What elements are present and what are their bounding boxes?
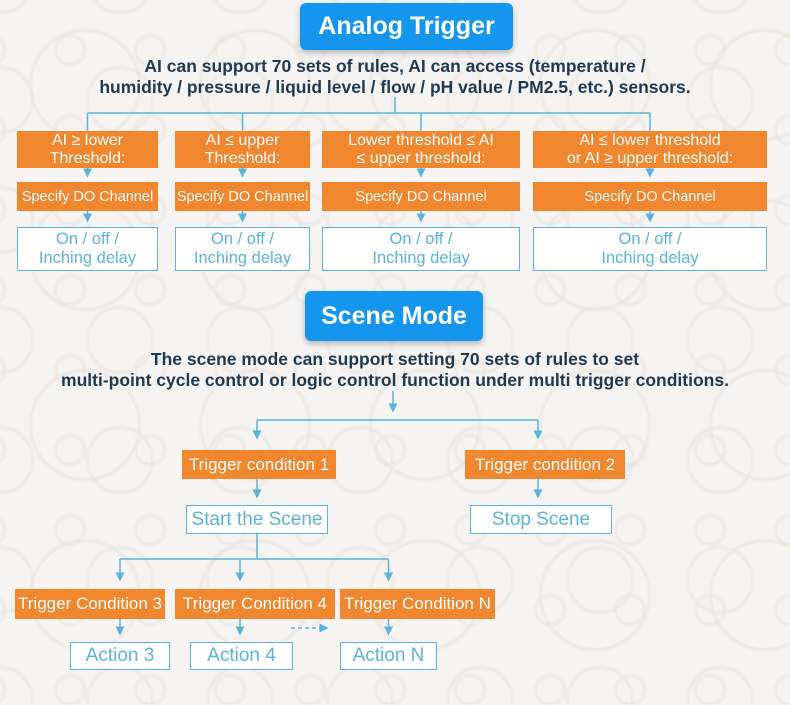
analog-trigger-description: AI can support 70 sets of rules, AI can …	[0, 56, 790, 98]
action-2-line-2: Inching delay	[193, 249, 292, 267]
action-n-box: Action N	[340, 642, 437, 670]
condition-4-line-2: or AI ≥ upper threshold:	[566, 149, 734, 167]
analog-description-line-1: AI can support 70 sets of rules, AI can …	[144, 56, 646, 76]
condition-box-4: AI ≤ lower threshold or AI ≥ upper thres…	[533, 131, 767, 168]
scene-description-line-1: The scene mode can support setting 70 se…	[150, 349, 640, 369]
scene-mode-description: The scene mode can support setting 70 se…	[0, 349, 790, 391]
action-1-line-2: Inching delay	[38, 249, 137, 267]
analog-trigger-title: Analog Trigger	[300, 3, 513, 50]
trigger-condition-2-box: Trigger condition 2	[465, 450, 625, 479]
action-1-line-1: On / off /	[56, 230, 119, 248]
scene-description-line-2: multi-point cycle control or logic contr…	[61, 370, 729, 390]
condition-1-line-1: AI ≥ lower	[51, 132, 124, 149]
analog-description-line-2: humidity / pressure / liquid level / flo…	[99, 77, 691, 97]
condition-2-line-2: Threshold:	[204, 149, 281, 167]
trigger-condition-4-box: Trigger Condition 4	[175, 589, 335, 619]
condition-3-line-2: ≤ upper threshold:	[356, 149, 486, 167]
action-4-line-1: On / off /	[618, 230, 682, 248]
action-2-line-1: On / off /	[211, 230, 274, 248]
action-box-2: On / off / Inching delay	[175, 227, 310, 271]
condition-1-line-2: Threshold:	[49, 149, 126, 167]
action-3-box: Action 3	[70, 642, 170, 670]
condition-box-1: AI ≥ lower Threshold:	[17, 131, 158, 168]
action-box-4: On / off / Inching delay	[533, 227, 767, 271]
trigger-condition-n-box: Trigger Condition N	[340, 589, 495, 619]
trigger-condition-3-box: Trigger Condition 3	[15, 589, 165, 619]
action-3-line-2: Inching delay	[372, 249, 470, 267]
start-scene-box: Start the Scene	[186, 505, 328, 534]
do-channel-box-3: Specify DO Channel	[322, 182, 520, 211]
do-channel-box-4: Specify DO Channel	[533, 182, 767, 211]
condition-3-line-1: Lower threshold ≤ AI	[348, 132, 494, 149]
action-4-line-2: Inching delay	[601, 249, 699, 267]
condition-2-line-1: AI ≤ upper	[205, 132, 280, 149]
action-box-3: On / off / Inching delay	[322, 227, 520, 271]
do-channel-box-1: Specify DO Channel	[17, 182, 158, 211]
scene-mode-title: Scene Mode	[305, 291, 483, 341]
condition-box-2: AI ≤ upper Threshold:	[175, 131, 310, 168]
condition-box-3: Lower threshold ≤ AI ≤ upper threshold:	[322, 131, 520, 168]
do-channel-box-2: Specify DO Channel	[175, 182, 310, 211]
stop-scene-box: Stop Scene	[470, 505, 612, 534]
action-box-1: On / off / Inching delay	[17, 227, 158, 271]
action-3-line-1: On / off /	[389, 230, 453, 248]
trigger-condition-1-box: Trigger condition 1	[182, 450, 336, 479]
condition-4-line-1: AI ≤ lower threshold	[579, 132, 721, 149]
action-4-box: Action 4	[190, 642, 293, 670]
